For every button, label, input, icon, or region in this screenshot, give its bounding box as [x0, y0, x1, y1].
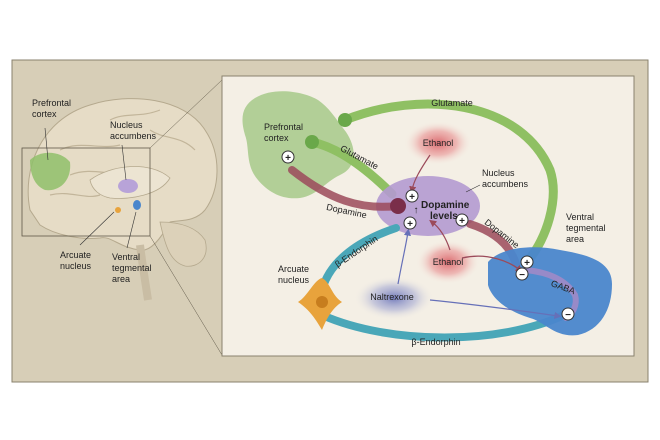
sign-plus-cortex: +	[281, 150, 295, 164]
prefrontal-cortex-region	[242, 91, 354, 199]
brain-accumbens-highlight	[118, 179, 138, 193]
nucleus-accumbens-region	[376, 176, 480, 236]
brain-label-prefrontal: Prefrontal cortex	[32, 98, 74, 119]
glutamate-top-label: Glutamate	[431, 98, 473, 108]
label-prefrontal-cortex: Prefrontal cortex	[264, 122, 306, 143]
dopamine-levels-label: Dopamine levels	[421, 200, 472, 222]
ethanol-top-label: Ethanol	[423, 138, 454, 148]
glutamate-pathway-mid	[307, 137, 397, 199]
naltrexone-glow	[354, 276, 434, 320]
sign-minus-vta: −	[515, 267, 529, 281]
svg-text:+: +	[459, 216, 465, 227]
dopamine-up-arrow: ↑	[414, 205, 419, 216]
beta-endorphin-bottom-label: β-Endorphin	[411, 337, 460, 347]
sign-plus-accumbens-top: +	[405, 189, 419, 203]
sign-plus-accumbens-right: +	[455, 213, 469, 227]
brain-prefrontal-highlight	[30, 152, 71, 191]
naltrexone-arrow-vta	[429, 299, 562, 320]
naltrexone-arrow-accumbens	[397, 228, 412, 285]
svg-text:+: +	[409, 192, 415, 203]
svg-text:−: −	[519, 270, 525, 281]
ethanol-arrow-accumbens	[429, 219, 451, 251]
ethanol-bottom-label: Ethanol	[433, 257, 464, 267]
label-ventral-tegmental-area: Ventral tegmental area	[566, 212, 608, 244]
brain-arcuate-highlight	[115, 207, 121, 213]
brain-label-accumbens: Nucleus accumbens	[110, 120, 157, 141]
sign-minus-vta-bottom: −	[561, 307, 575, 321]
ethanol-bottom-glow	[416, 240, 480, 284]
svg-text:−: −	[565, 310, 571, 321]
brain-vta-highlight	[133, 200, 141, 210]
ethanol-arrow-vta	[461, 255, 523, 273]
sign-plus-accumbens-bottom: +	[403, 216, 417, 230]
svg-text:+: +	[285, 153, 291, 164]
brain-label-arcuate: Arcuate nucleus	[60, 250, 94, 271]
beta-endorphin-pathway-bottom	[318, 311, 568, 342]
svg-text:+: +	[407, 219, 413, 230]
glutamate-terminal-mid	[305, 135, 319, 149]
dopamine-terminal-left	[390, 198, 406, 214]
ethanol-top-glow	[404, 121, 472, 165]
sign-plus-vta: +	[520, 255, 534, 269]
svg-text:+: +	[524, 258, 530, 269]
naltrexone-label: Naltrexone	[370, 292, 414, 302]
dopamine-pathway-left	[288, 166, 402, 211]
zoom-box	[21, 147, 151, 237]
glutamate-pathway-top	[340, 99, 558, 263]
label-nucleus-accumbens: Nucleus accumbens	[482, 168, 529, 189]
brain-label-vta: Ventral tegmental area	[112, 252, 154, 284]
glutamate-terminal-top	[338, 113, 352, 127]
label-arcuate-nucleus: Arcuate nucleus	[278, 264, 312, 285]
ethanol-arrow-top	[409, 154, 431, 194]
